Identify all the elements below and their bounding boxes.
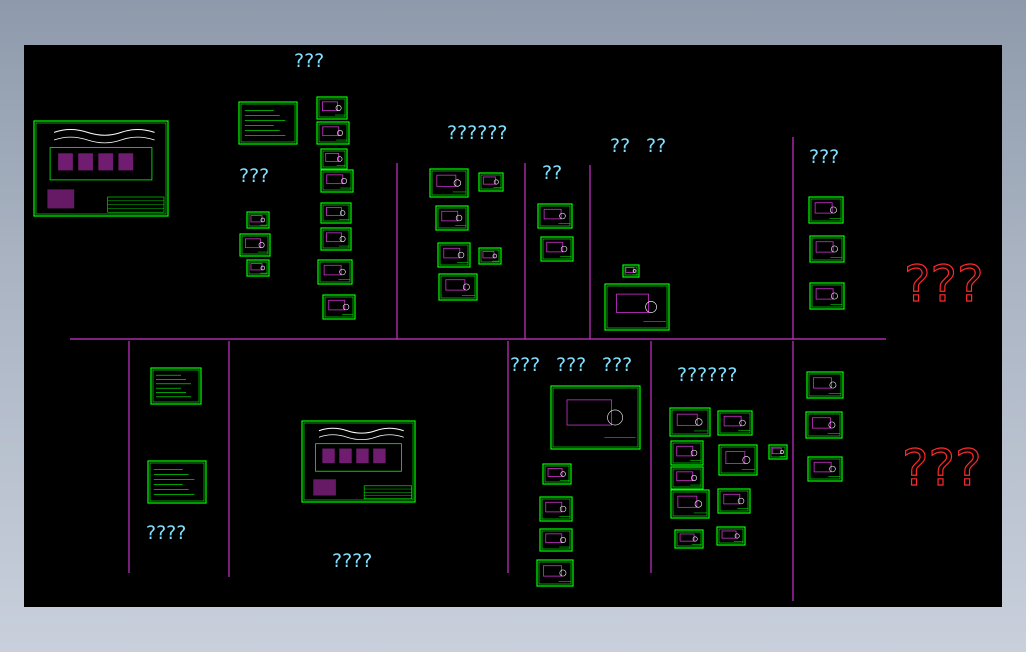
label-top-b2: ?? — [646, 135, 666, 157]
drawing-sheet[interactable] — [539, 496, 573, 522]
drawing-sheet[interactable] — [320, 202, 352, 224]
drawing-sheet[interactable] — [604, 283, 670, 331]
section-dividers — [70, 137, 886, 601]
drawing-sheet[interactable] — [809, 282, 845, 310]
label-top-right: ??? — [809, 146, 839, 168]
drawing-sheet[interactable] — [238, 101, 298, 145]
drawing-sheet[interactable] — [670, 440, 704, 466]
drawing-sheet[interactable] — [807, 456, 843, 482]
drawing-sheet[interactable] — [478, 172, 504, 192]
drawing-sheet[interactable] — [670, 489, 710, 519]
drawing-sheet[interactable] — [669, 407, 711, 437]
drawing-sheet[interactable] — [478, 247, 502, 265]
drawing-sheet[interactable] — [537, 203, 573, 229]
cad-model-space[interactable]: ??? ??? ?????? ?? ?? ?? ??? ??? ??? ??? … — [24, 45, 1002, 607]
label-top-mid: ??? — [294, 50, 324, 72]
drawing-sheet[interactable] — [768, 444, 788, 460]
label-bot-c: ??? — [602, 354, 632, 376]
drawing-sheet[interactable] — [246, 211, 270, 229]
drawing-sheet[interactable] — [320, 148, 348, 170]
drawing-sheet[interactable] — [316, 121, 350, 145]
drawing-sheet[interactable] — [147, 460, 207, 504]
label-bot-b: ??? — [556, 354, 586, 376]
drawing-layout: ??? ??? ?????? ?? ?? ?? ??? ??? ??? ??? … — [33, 50, 984, 601]
drawing-sheet[interactable] — [806, 371, 844, 399]
label-bot-left: ???? — [146, 522, 186, 544]
drawing-sheet[interactable] — [540, 236, 574, 262]
drawing-sheet[interactable] — [322, 294, 356, 320]
label-top-center: ?????? — [447, 122, 508, 144]
drawing-sheet[interactable] — [536, 559, 574, 587]
section-labels: ??? ??? ?????? ?? ?? ?? ??? ??? ??? ??? … — [146, 50, 984, 572]
drawing-sheet[interactable] — [317, 259, 353, 285]
drawing-sheet[interactable] — [239, 233, 271, 257]
drawing-sheet[interactable] — [150, 367, 202, 405]
drawing-sheet[interactable] — [301, 420, 416, 503]
drawing-sheet[interactable] — [805, 411, 843, 439]
label-right-red-2: ??? — [902, 439, 982, 497]
drawing-sheet[interactable] — [542, 463, 572, 485]
drawing-sheet[interactable] — [316, 96, 348, 120]
drawing-sheet[interactable] — [550, 385, 641, 450]
label-bot-right: ?????? — [677, 364, 738, 386]
drawing-sheet[interactable] — [670, 466, 704, 490]
label-top-left2: ??? — [239, 165, 269, 187]
drawing-sheet[interactable] — [717, 410, 753, 436]
drawing-sheet[interactable] — [622, 264, 640, 278]
label-right-red-1: ??? — [904, 255, 984, 313]
drawing-sheet[interactable] — [435, 205, 469, 231]
drawing-sheet[interactable] — [429, 168, 469, 198]
label-top-a: ?? — [542, 162, 562, 184]
drawing-sheets — [33, 96, 845, 587]
label-bot-a: ??? — [510, 354, 540, 376]
drawing-sheet[interactable] — [808, 196, 844, 224]
drawing-sheet[interactable] — [33, 120, 169, 217]
drawing-sheet[interactable] — [320, 227, 352, 251]
drawing-sheet[interactable] — [539, 528, 573, 552]
drawing-sheet[interactable] — [717, 488, 751, 514]
drawing-sheet[interactable] — [438, 273, 478, 301]
drawing-sheet[interactable] — [246, 259, 270, 277]
drawing-sheet[interactable] — [437, 242, 471, 268]
label-bot-center: ???? — [332, 550, 372, 572]
drawing-sheet[interactable] — [320, 169, 354, 193]
drawing-sheet[interactable] — [718, 444, 758, 476]
drawing-sheet[interactable] — [809, 235, 845, 263]
drawing-sheet[interactable] — [674, 529, 704, 549]
drawing-sheet[interactable] — [716, 526, 746, 546]
label-top-b1: ?? — [610, 135, 630, 157]
